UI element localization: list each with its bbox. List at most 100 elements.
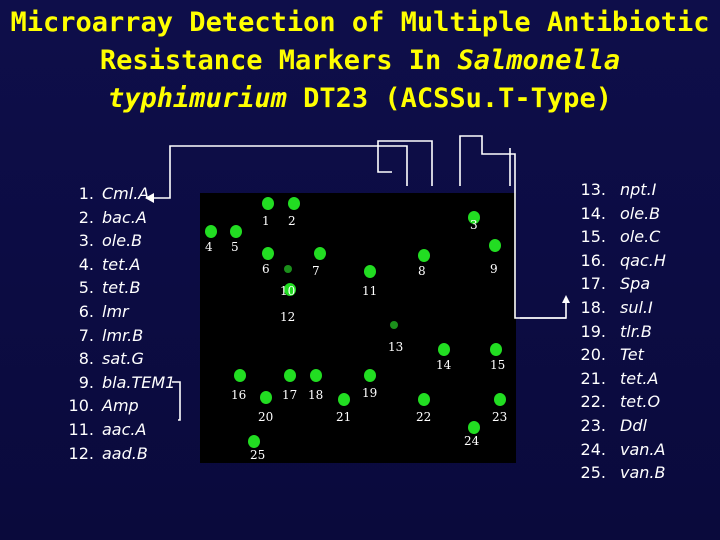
spot-label: 5 [231,240,239,254]
right-gene-number: 21. [580,368,606,388]
spot-label: 20 [258,410,274,424]
title-line-2-text: Resistance Markers In [99,45,458,76]
right-gene-number: 17. [580,274,606,294]
spot-label: 25 [250,448,266,462]
left-gene-name: aad.B [102,443,148,463]
right-gene-name: ole.B [620,203,661,223]
left-gene-number: 11. [68,419,94,439]
left-gene-number: 12. [68,443,94,463]
right-gene-number: 24. [580,439,606,459]
title-line-1: Microarray Detection of Multiple Antibio… [10,7,710,38]
right-gene-row: 21.tet.A [556,367,666,391]
right-gene-name: ole.C [620,227,661,247]
left-gene-name: aac.A [102,419,147,439]
left-gene-row: 6. lmr [36,300,175,324]
right-gene-name: npt.I [620,180,657,199]
right-gene-row: 15. ole.C [556,225,666,249]
right-gene-row: 19.tlr.B [556,320,666,344]
spot-label: 11 [362,284,378,298]
connector-line-f [520,303,567,319]
array-spot [310,369,322,382]
spot-label: 24 [464,434,480,448]
left-gene-number: 3. [78,231,94,251]
left-gene-name: lmr.B [102,325,144,345]
right-gene-row: 23. Ddl [556,414,666,438]
array-spot [288,197,300,210]
spot-label: 21 [336,410,352,424]
right-gene-number: 14. [580,203,606,223]
array-spot [494,393,506,406]
spot-label: 22 [416,410,432,424]
spot-label: 1 [262,214,270,228]
spot-label: 4 [205,240,213,254]
spot-label: 17 [282,388,298,402]
right-gene-name: van.A [620,439,666,459]
right-gene-row: 17.Spa [556,272,666,296]
array-spot [314,247,326,260]
array-spot [364,265,376,278]
left-gene-name: tet.B [102,278,141,298]
right-gene-number: 19. [580,321,606,341]
right-gene-row: 18.sul.I [556,296,666,320]
left-gene-row: 5. tet.B [36,276,175,300]
right-gene-row: 24. van.A [556,438,666,462]
left-gene-name: sat.G [102,349,144,369]
left-gene-number: 6. [78,301,94,321]
right-gene-name: van.B [620,463,666,483]
right-gene-number: 16. [580,250,606,270]
right-gene-number: 23. [580,415,606,435]
left-gene-row: 3.ole.B [36,229,175,253]
left-gene-row: 10.Amp [36,394,175,418]
left-gene-row: 8.sat.G [36,347,175,371]
array-spot [390,321,398,329]
spot-label: 6 [262,262,270,276]
spot-label: 7 [312,264,320,278]
slide-title: Microarray Detection of Multiple Antibio… [0,4,720,118]
spot-label: 14 [436,358,452,372]
right-gene-name: qac.H [620,250,666,270]
right-gene-row: 20.Tet [556,343,666,367]
left-gene-number: 5. [78,278,94,298]
right-gene-name: Ddl [620,415,647,435]
right-gene-number: 20. [580,345,606,365]
left-gene-name: Amp [102,396,139,416]
spot-label: 9 [490,262,498,276]
left-gene-number: 9. [78,372,94,392]
array-spot [230,225,242,238]
right-gene-number: 15. [580,227,606,247]
left-gene-number: 1. [78,184,94,203]
right-gene-row: 22.tet.O [556,390,666,414]
array-spot [262,197,274,210]
left-gene-row: 1.Cml.A [36,182,175,206]
title-line-3: typhimurium DT23 (ACSSu.T-Type) [0,80,720,118]
left-gene-name: bla.TEM1 [102,372,176,392]
right-gene-name: tet.O [620,392,661,412]
array-spot [468,211,480,224]
spot-label: 3 [470,218,478,232]
arrow-head-sul [562,295,570,303]
left-gene-row: 2.bac.A [36,206,175,230]
title-genus: Salmonella [457,45,621,76]
connector-line-c [459,135,566,319]
left-gene-name: lmr [102,301,129,321]
spot-label: 2 [288,214,296,228]
spot-label: 13 [388,340,404,354]
right-gene-row: 25. van.B [556,461,666,485]
array-spot [338,393,350,406]
right-gene-row: 13.npt.I [556,178,666,202]
left-gene-number: 2. [78,207,94,227]
array-spot [284,283,296,296]
array-spot [468,421,480,434]
array-spot [262,247,274,260]
array-spot [248,435,260,448]
spot-label: 18 [308,388,324,402]
right-gene-number: 25. [580,463,606,483]
left-gene-row: 4.tet.A [36,253,175,277]
array-spot [284,369,296,382]
array-spot [490,343,502,356]
spot-label: 10 [280,284,296,298]
array-spot [438,343,450,356]
